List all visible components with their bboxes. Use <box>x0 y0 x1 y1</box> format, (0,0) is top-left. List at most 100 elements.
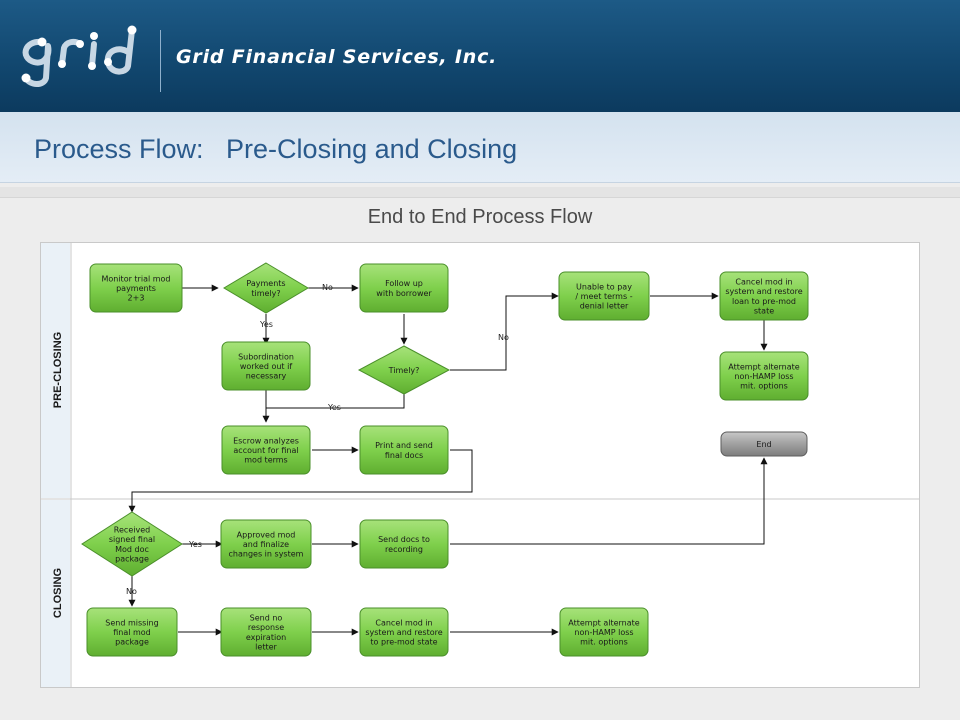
node-label-line: Mod doc <box>115 545 149 554</box>
header-bar: Grid Financial Services, Inc. <box>0 0 960 112</box>
grid-logo <box>21 25 137 87</box>
decision-shape <box>223 262 309 314</box>
node-label-line: signed final <box>109 535 155 544</box>
node-label-line: mit. options <box>580 638 628 647</box>
separator <box>0 187 960 198</box>
node-label-line: non-HAMP loss <box>574 628 633 637</box>
node-label-line: Escrow analyzes <box>233 436 299 445</box>
arrow-timely-yes-merge <box>266 394 405 409</box>
node-timely: Timely? <box>357 345 451 395</box>
node-label-line: Cancel mod in <box>735 278 792 287</box>
lane-label-closing: CLOSING <box>52 568 64 618</box>
edge-label-received-yes: Yes <box>188 540 202 549</box>
node-label-line: Attempt alternate <box>568 618 640 627</box>
process-shape <box>86 607 178 657</box>
process-shape <box>359 263 449 313</box>
edge-label-timely-yes: Yes <box>327 403 341 412</box>
diagram-subtitle: End to End Process Flow <box>367 206 593 228</box>
lane-label-preclosing: PRE-CLOSING <box>52 332 64 408</box>
node-label-line: Cancel mod in <box>375 618 432 627</box>
node-label-line: account for final <box>233 446 298 455</box>
edge-label-payments-yes: Yes <box>259 320 273 329</box>
lane-label-bg-closing <box>41 500 70 687</box>
node-label-line: loan to pre-mod <box>732 297 796 306</box>
terminal-shape <box>720 431 808 457</box>
node-label-line: Unable to pay <box>576 282 632 291</box>
node-label-line: system and restore <box>725 287 802 296</box>
node-label-line: mod terms <box>244 456 287 465</box>
page-title: Process Flow: Pre-Closing and Closing <box>34 134 518 164</box>
process-shape <box>359 519 449 569</box>
node-label-line: Approved mod <box>237 530 296 539</box>
node-label-line: Received <box>114 526 150 535</box>
edge-label-received-no: No <box>126 587 137 596</box>
node-end: End <box>720 431 808 457</box>
node-label-line: final docs <box>385 451 423 460</box>
node-label-line: changes in system <box>229 550 304 559</box>
node-label-line: final mod <box>113 628 151 637</box>
node-label-line: Send docs to <box>378 535 430 544</box>
node-label-line: letter <box>255 642 277 651</box>
process-shape <box>359 425 449 475</box>
process-shape <box>558 271 650 321</box>
node-label-line: recording <box>385 545 423 554</box>
process-shape <box>221 341 311 391</box>
node-label-line: End <box>756 440 771 449</box>
node-label-line: Send no <box>250 614 283 623</box>
node-label-line: worked out if <box>240 362 292 371</box>
node-label-line: with borrower <box>376 289 432 298</box>
node-label-line: state <box>754 306 774 315</box>
edge-label-payments-no: No <box>322 283 333 292</box>
node-label-line: mit. options <box>740 382 788 391</box>
node-label-line: / meet terms - <box>575 292 632 301</box>
process-shape <box>559 607 649 657</box>
arrow-timely-no-to-unable <box>450 292 559 371</box>
node-label-line: necessary <box>246 372 287 381</box>
node-label-line: 2+3 <box>128 294 145 303</box>
process-shape <box>359 607 449 657</box>
process-shape <box>220 607 312 657</box>
process-shape <box>719 351 809 401</box>
node-label-line: denial letter <box>580 302 629 311</box>
node-label-line: timely? <box>251 289 280 298</box>
node-label-line: Subordination <box>238 352 294 361</box>
node-label-line: expiration <box>246 633 286 642</box>
node-label-line: Print and send <box>375 441 433 450</box>
company-name: Grid Financial Services, Inc. <box>176 46 498 68</box>
node-label-line: system and restore <box>365 628 442 637</box>
process-shape <box>220 519 312 569</box>
node-unable-to-pay: Unable to pay/ meet terms -denial letter <box>558 271 650 321</box>
decision-shape <box>357 345 451 395</box>
node-label-line: package <box>115 638 149 647</box>
arrow-recording-to-end <box>450 457 768 545</box>
node-label-line: Monitor trial mod <box>101 274 170 283</box>
node-label-line: to pre-mod state <box>370 638 437 647</box>
node-label-line: payments <box>116 284 156 293</box>
process-shape <box>719 271 809 321</box>
node-label-line: response <box>248 623 284 632</box>
node-label-line: and finalize <box>243 540 289 549</box>
process-shape <box>89 263 183 313</box>
node-label-line: Send missing <box>105 618 158 627</box>
node-label-line: package <box>115 554 149 563</box>
process-flow-diagram: PRE-CLOSING CLOSING No Yes No Yes Yes No… <box>40 242 920 688</box>
edge-label-timely-no: No <box>498 333 509 342</box>
lane-label-bg-preclosing <box>41 243 70 498</box>
node-label-line: Payments <box>246 279 285 288</box>
title-band <box>0 112 960 183</box>
decision-shape <box>81 511 183 577</box>
node-label-line: Timely? <box>388 366 420 375</box>
